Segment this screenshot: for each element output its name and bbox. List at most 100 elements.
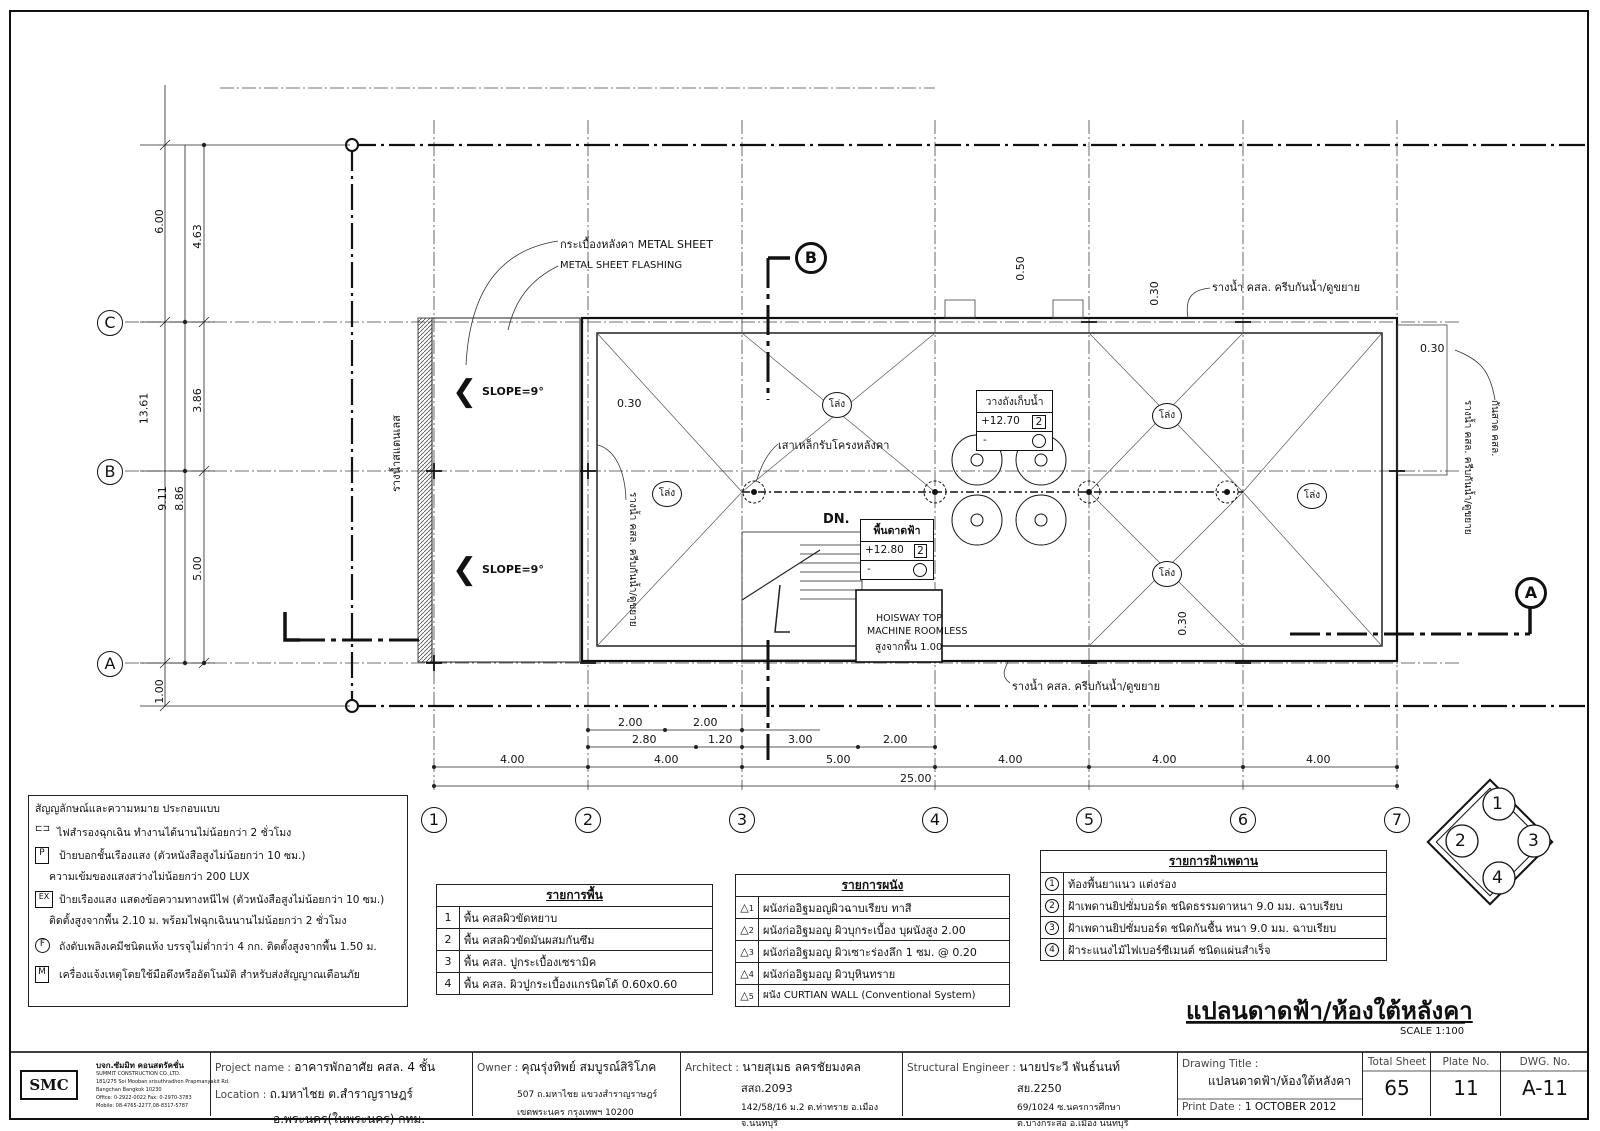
- dim-4.63: 4.63: [190, 224, 204, 249]
- dim-4.00: 4.00: [998, 753, 1023, 766]
- hoistway-label-3: สูงจากพื้น 1.00: [875, 642, 943, 653]
- manual-alarm-icon: M: [35, 966, 49, 983]
- engineer-name: นายประวี พันธ์นนท์: [1019, 1060, 1121, 1074]
- total-sheet-value: 65: [1384, 1076, 1410, 1100]
- grid-bubble-A: A: [97, 651, 123, 677]
- dim-0.30-right: 0.30: [1420, 342, 1445, 355]
- slope-arrow-upper-icon: ❮: [452, 374, 478, 409]
- wall-schedule-title: รายการผนัง: [735, 874, 1010, 897]
- drawing-title-value: แปลนดาดฟ้า/ห้องใต้หลังคา: [1208, 1074, 1352, 1088]
- legend-item: F ถังดับเพลิงเคมีชนิดแห้ง บรรจุไม่ต่ำกว่…: [29, 932, 407, 958]
- dim-5.00: 5.00: [190, 556, 204, 581]
- dim-5.00: 5.00: [826, 753, 851, 766]
- label-flashing: METAL SHEET FLASHING: [560, 260, 683, 271]
- parapet-inner: [596, 332, 1383, 647]
- dim-4.00: 4.00: [500, 753, 525, 766]
- project-location: ถ.มหาไชย ต.สำราญราษฎร์: [269, 1087, 413, 1101]
- dim-9.11: 9.11: [155, 486, 169, 511]
- legend-title: สัญญลักษณ์และความหมาย ประกอบแบบ: [35, 803, 220, 815]
- label-roof-sheet: กระเบื้องหลังคา METAL SHEET: [560, 238, 713, 251]
- building-outline: [580, 316, 1399, 663]
- column-dots: [751, 489, 1230, 495]
- void-bubble: โล่ง: [1297, 483, 1327, 509]
- tank-ceiling: -: [983, 434, 987, 446]
- dim-0.50: 0.50: [1013, 256, 1027, 281]
- architect-name: นายสุเมธ ลครชัยมงคล: [742, 1060, 861, 1074]
- label-steel-column: เสาเหล็กรับโครงหลังคา: [778, 439, 890, 452]
- grid-bubble-B: B: [97, 459, 123, 485]
- tank-code: 2: [1032, 415, 1046, 429]
- roof-void-diagonals: [596, 332, 1383, 647]
- company-logo: SMC: [20, 1070, 78, 1100]
- dim-8.86: 8.86: [172, 486, 186, 511]
- dim-0.30-left: 0.30: [617, 397, 642, 410]
- hoistway-label-1: HOISWAY TOP: [876, 613, 942, 624]
- dim-4.00: 4.00: [654, 753, 679, 766]
- dwg-no-value: A-11: [1522, 1076, 1568, 1100]
- dim-3.86: 3.86: [190, 388, 204, 413]
- grid-bubble-1: 1: [421, 807, 447, 833]
- key-plan-3: 3: [1528, 831, 1539, 851]
- stainless-gutter: [417, 317, 433, 663]
- company-phone: Office: 0-2922-0022 Fax: 0-2970-3783: [96, 1095, 192, 1101]
- company-address-2: Bangchan Bangkok 10230: [96, 1087, 162, 1093]
- section-lines: [295, 258, 1530, 760]
- dim-13.61: 13.61: [137, 392, 151, 425]
- property-lines: [350, 143, 1590, 708]
- roof-tag-title: พื้นดาดฟ้า: [861, 520, 933, 542]
- label-slope-upper: SLOPE=9°: [482, 385, 544, 398]
- left-dim-dots: [182, 142, 207, 666]
- stair-down-label: DN.: [823, 512, 850, 527]
- label-gutter-bottom: รางน้ำ คสล. ครีบกันน้ำ/ดูขยาย: [1012, 680, 1161, 693]
- label-stainless-gutter: รางน้ำสแตนเลส: [390, 415, 403, 492]
- key-plan-1: 1: [1492, 794, 1503, 814]
- company-name-en: SUMMIT CONSTRUCTION CO.,LTD.: [96, 1071, 181, 1077]
- label-slope-lower: SLOPE=9°: [482, 563, 544, 576]
- company-address-1: 181/275 Soi Mooban srisuthradhon Prapman…: [96, 1079, 230, 1085]
- bottom-dim-dots: [432, 728, 1399, 788]
- legend-item: M เครื่องแจ้งเหตุโดยใช้มือดึงหรืออัตโนมั…: [29, 958, 407, 986]
- dim-2.80: 2.80: [632, 733, 657, 746]
- label-gutter-top: รางน้ำ คสล. ครีบกันน้ำ/ดูขยาย: [1212, 281, 1361, 294]
- company-cell: SMC บจก.ซัมมิท คอนสตรัคชั่น SUMMIT CONST…: [16, 1058, 230, 1114]
- title-block-frame: [9, 1051, 1589, 1120]
- metal-sheet-roof: [431, 317, 581, 663]
- dim-2.00: 2.00: [618, 716, 643, 729]
- leader-lines: [465, 240, 1496, 684]
- grid-bubble-2: 2: [575, 807, 601, 833]
- section-marker-B: B: [795, 242, 827, 274]
- engineer-cell: Structural Engineer : นายประวี พันธ์นนท์…: [902, 1052, 1178, 1129]
- key-plan-4: 4: [1492, 868, 1503, 888]
- dim-2.00: 2.00: [883, 733, 908, 746]
- title-block: SMC บจก.ซัมมิท คอนสตรัคชั่น SUMMIT CONST…: [10, 1052, 1588, 1129]
- drawing-scale: SCALE 1:100: [1400, 1026, 1465, 1037]
- owner-name: คุณรุ่งทิพย์ สมบูรณ์สิริโภค: [521, 1060, 657, 1074]
- steel-columns: [742, 480, 1239, 504]
- roof-level: +12.80: [865, 544, 904, 556]
- slope-arrow-lower-icon: ❮: [452, 552, 478, 587]
- floor-schedule-title: รายการพื้น: [436, 884, 713, 907]
- key-plan-graphic: [1426, 778, 1554, 906]
- roof-ceiling: -: [867, 563, 871, 575]
- dim-total: 25.00: [900, 772, 932, 785]
- label-gutter-left: รางน้ำ คสล. ครีบกันน้ำ/ดูขยาย: [627, 492, 638, 627]
- dim-6.00: 6.00: [152, 209, 166, 234]
- grid-bubble-7: 7: [1384, 807, 1410, 833]
- dim-4.00: 4.00: [1152, 753, 1177, 766]
- exit-sign-icon: EX: [35, 891, 53, 908]
